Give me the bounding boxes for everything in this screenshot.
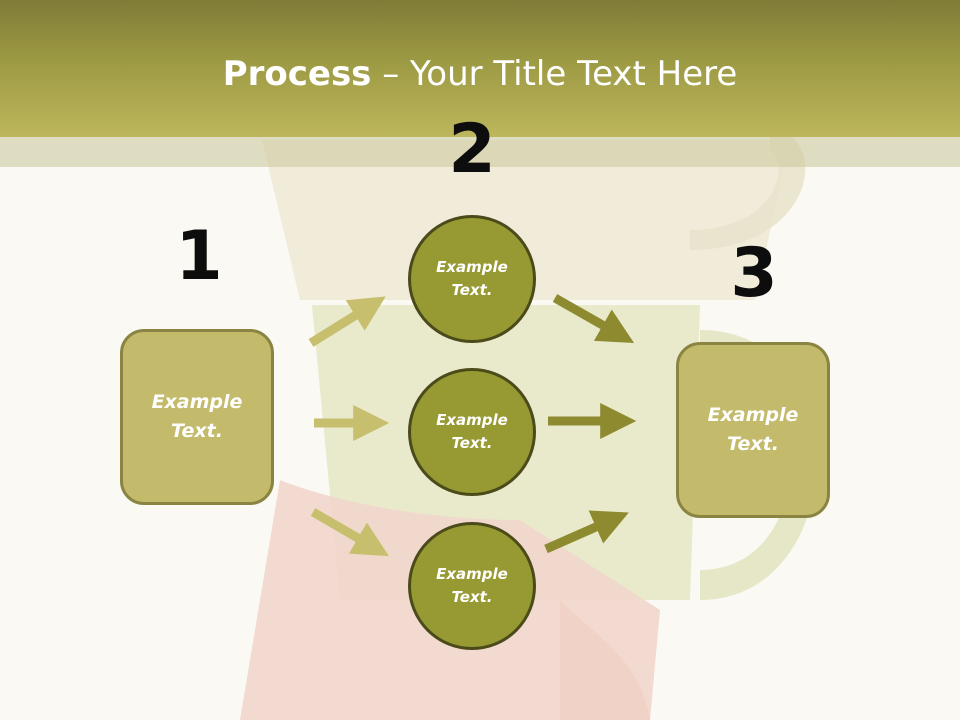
output-box-text: Example Text. [707, 404, 799, 455]
arrow-from-circle-top [552, 294, 635, 344]
process-circle-bottom: Example Text. [408, 522, 536, 650]
step-number-2: 2 [448, 110, 496, 189]
circle-top-text: Example Text. [436, 258, 508, 299]
arrow-from-circle-bottom [544, 510, 629, 554]
title-bar [0, 0, 960, 137]
process-circle-middle: Example Text. [408, 368, 536, 496]
input-box: Example Text. [120, 329, 274, 505]
arrow-to-circle-bottom [310, 508, 390, 557]
step-number-1: 1 [175, 217, 223, 296]
header-band [0, 137, 960, 167]
arrow-to-circle-top [308, 296, 386, 347]
output-box: Example Text. [676, 342, 830, 518]
step-number-3: 3 [730, 234, 778, 313]
input-box-text: Example Text. [151, 391, 243, 442]
title-bold: Process [222, 54, 372, 94]
circle-middle-text: Example Text. [436, 411, 508, 452]
circle-bottom-text: Example Text. [436, 565, 508, 606]
title-rest: – Your Title Text Here [371, 54, 738, 94]
slide-title: Process – Your Title Text Here [0, 52, 960, 96]
process-circle-top: Example Text. [408, 215, 536, 343]
